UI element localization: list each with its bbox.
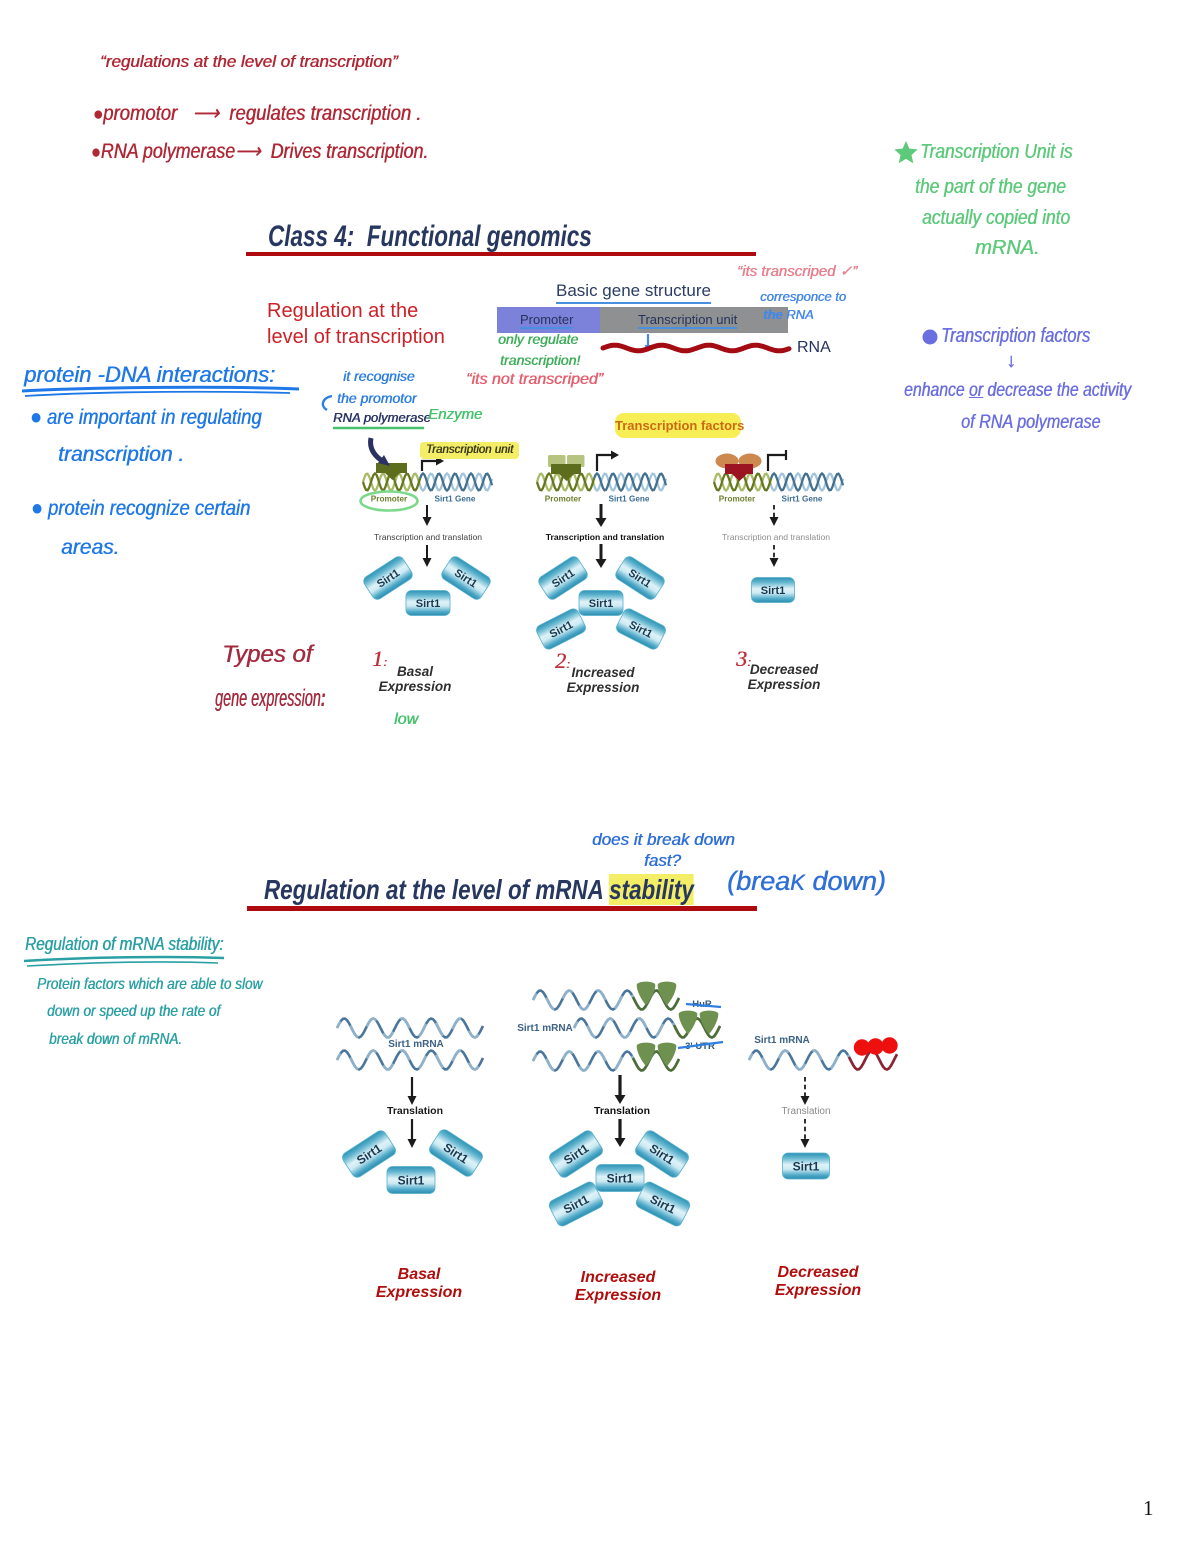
svg-text:Sirt1 Gene: Sirt1 Gene — [609, 495, 650, 504]
svg-text:Transcription and translation: Transcription and translation — [374, 532, 482, 542]
svg-text:Sirt1 mRNA: Sirt1 mRNA — [388, 1039, 444, 1050]
svg-text:Sirt1 Gene: Sirt1 Gene — [435, 495, 476, 504]
svg-text:Promoter: Promoter — [719, 495, 756, 504]
svg-text:Translation: Translation — [594, 1105, 650, 1117]
svg-text:Sirt1: Sirt1 — [607, 1171, 634, 1185]
svg-text:Sirt1: Sirt1 — [793, 1159, 820, 1173]
svg-text:Promoter: Promoter — [371, 495, 408, 504]
svg-text:Sirt1 mRNA: Sirt1 mRNA — [754, 1035, 810, 1046]
svg-text:Transcription and translation: Transcription and translation — [722, 532, 830, 542]
svg-text:Sirt1: Sirt1 — [761, 585, 785, 597]
svg-text:Sirt1: Sirt1 — [416, 598, 440, 610]
svg-text:Sirt1 Gene: Sirt1 Gene — [782, 495, 823, 504]
svg-text:Sirt1 mRNA: Sirt1 mRNA — [517, 1023, 573, 1034]
svg-text:Promoter: Promoter — [545, 495, 582, 504]
svg-text:Sirt1: Sirt1 — [398, 1173, 425, 1187]
svg-text:3' UTR: 3' UTR — [685, 1041, 715, 1052]
svg-text:Translation: Translation — [781, 1106, 830, 1117]
svg-text:Sirt1: Sirt1 — [589, 598, 613, 610]
svg-text:Transcription and translation: Transcription and translation — [546, 532, 664, 542]
svg-text:Translation: Translation — [387, 1105, 443, 1117]
